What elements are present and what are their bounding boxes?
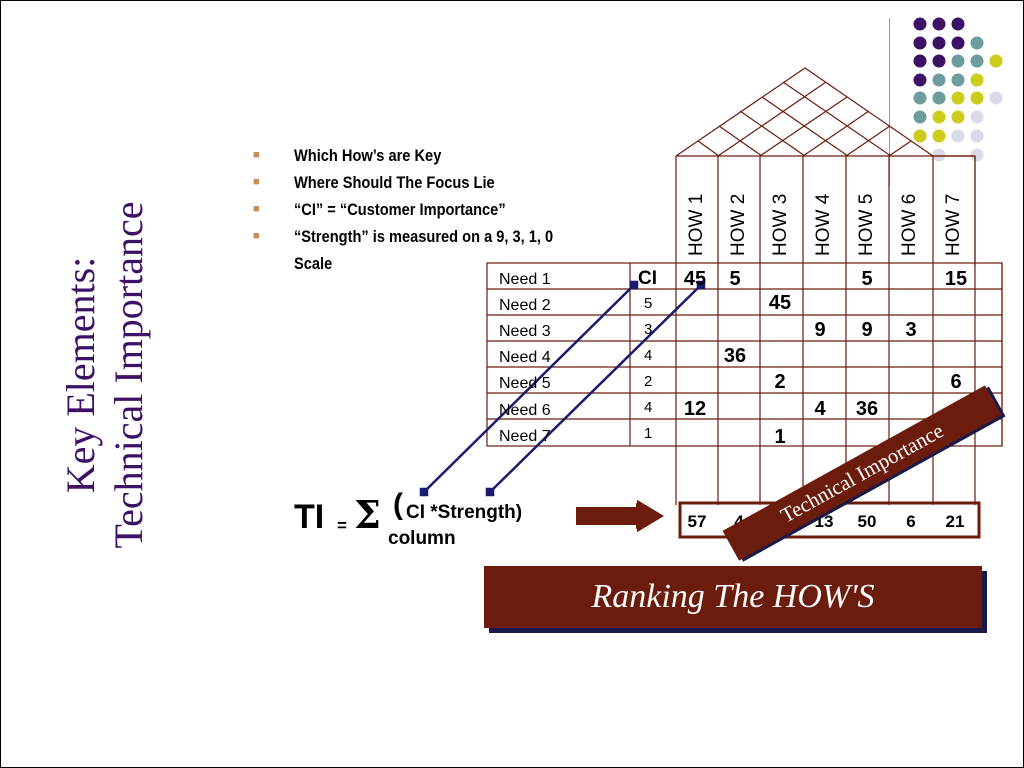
strength-cell: 5 <box>729 268 741 290</box>
total-value: 21 <box>945 512 965 531</box>
how-label: HOW 3 <box>770 193 791 256</box>
total-value: 50 <box>857 512 877 531</box>
formula-subscript: column <box>388 528 456 549</box>
strength-cell: 3 <box>905 319 917 341</box>
strength-cell: 15 <box>944 268 968 290</box>
strength-cell: 1 <box>774 426 786 448</box>
how-label: HOW 4 <box>813 193 834 256</box>
banner-label: Ranking The HOW'S <box>591 578 875 615</box>
arrow-icon <box>574 496 668 536</box>
formula-body: CI *Strength) <box>406 502 523 523</box>
how-label: HOW 2 <box>728 193 749 256</box>
decorative-vertical-line <box>889 18 890 186</box>
strength-cell: 36 <box>723 345 747 367</box>
square-bullet-icon: ■ <box>253 230 260 242</box>
ranking-banner: Ranking The HOW'S <box>484 566 982 628</box>
how-label: HOW 7 <box>943 193 964 256</box>
bullet-list: ■Which How’s are Key ■Where Should The F… <box>250 142 650 277</box>
strength-cell: 9 <box>814 319 826 341</box>
strength-cell: 6 <box>950 371 962 393</box>
ci-value: 2 <box>644 373 653 390</box>
square-bullet-icon: ■ <box>253 149 260 161</box>
bullet-item: ■“Strength” is measured on a 9, 3, 1, 0 … <box>250 223 650 277</box>
square-bullet-icon: ■ <box>253 203 260 215</box>
ci-value: 3 <box>644 321 653 338</box>
strength-cell: 5 <box>861 268 873 290</box>
ci-value: 5 <box>644 295 653 312</box>
total-value: 6 <box>906 512 916 531</box>
total-value: 13 <box>814 512 834 531</box>
bullet-item: ■Where Should The Focus Lie <box>250 169 650 196</box>
formula-paren: ( <box>393 488 403 521</box>
roof-outline <box>675 67 934 157</box>
ci-header: CI <box>638 268 657 289</box>
square-bullet-icon: ■ <box>253 176 260 188</box>
strength-cell: 2 <box>774 371 786 393</box>
ci-connector-line <box>423 284 635 493</box>
strength-cell: 9 <box>861 319 873 341</box>
roof-lattice <box>697 81 912 157</box>
need-label: Need 2 <box>499 297 551 314</box>
how-label: HOW 5 <box>856 193 877 256</box>
strength-cell: 12 <box>683 398 707 420</box>
strength-cell: 45 <box>768 292 792 314</box>
need-label: Need 4 <box>499 349 551 366</box>
formula-equals: = <box>337 516 347 535</box>
need-label: Need 5 <box>499 375 551 392</box>
need-label: Need 6 <box>499 402 551 419</box>
ci-value: 4 <box>644 347 653 364</box>
total-value: 57 <box>687 512 707 531</box>
bullet-item: ■“CI” = “Customer Importance” <box>250 196 650 223</box>
formula-ti: TI <box>294 498 325 536</box>
bullet-item: ■Which How’s are Key <box>250 142 650 169</box>
strength-cell: 4 <box>814 398 826 420</box>
strength-connector-line <box>489 284 702 493</box>
need-label: Need 1 <box>499 271 551 288</box>
need-label: Need 7 <box>499 428 551 445</box>
how-label: HOW 1 <box>686 193 707 256</box>
sigma-icon: Σ <box>354 492 381 537</box>
need-label: Need 3 <box>499 323 551 340</box>
ci-value: 4 <box>644 399 653 416</box>
how-label: HOW 6 <box>899 193 920 256</box>
ci-value: 1 <box>644 425 653 442</box>
strength-cell: 45 <box>683 268 707 290</box>
strength-cell: 36 <box>855 398 879 420</box>
